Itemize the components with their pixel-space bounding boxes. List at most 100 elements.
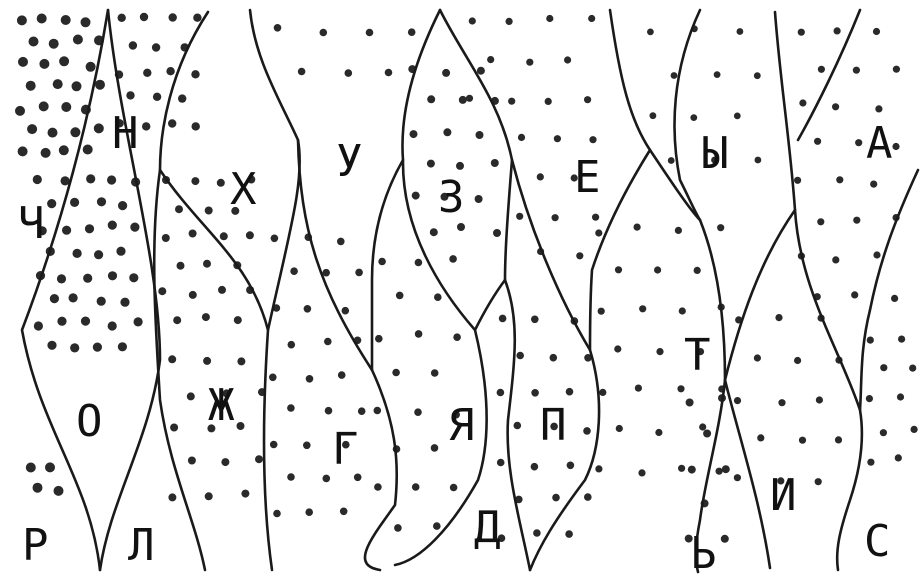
texture-dot	[834, 27, 841, 34]
boundary-line	[512, 160, 599, 570]
texture-dot	[576, 252, 583, 259]
texture-dot	[205, 492, 213, 500]
texture-dot	[870, 181, 877, 188]
texture-dot	[178, 94, 186, 102]
boundary-line	[798, 10, 860, 140]
texture-dot	[671, 72, 678, 79]
texture-dot	[794, 357, 801, 364]
texture-dot	[108, 321, 117, 330]
texture-dot	[734, 113, 741, 120]
letter-labels: Ч Н О Р Л Х Ж У Г З Я Д Е П Ы Т Ь И А С	[18, 108, 893, 578]
letter-i: И	[770, 470, 797, 521]
texture-dot	[656, 348, 663, 355]
texture-dot	[832, 256, 839, 263]
texture-dot	[546, 15, 553, 22]
texture-dot	[533, 529, 541, 537]
texture-dot	[457, 223, 465, 231]
letter-ya: Я	[448, 400, 475, 451]
letter-z: З	[438, 172, 465, 223]
texture-dot	[755, 157, 762, 164]
texture-dot	[358, 407, 366, 415]
texture-dot	[677, 385, 684, 392]
texture-dot	[173, 316, 181, 324]
texture-dot	[189, 230, 197, 238]
texture-dot	[499, 315, 507, 323]
texture-dot	[33, 483, 43, 493]
texture-dot	[639, 305, 646, 312]
texture-dot	[320, 29, 328, 37]
texture-dot	[34, 321, 43, 330]
texture-dot	[592, 214, 599, 221]
texture-dot	[120, 298, 129, 307]
texture-dot	[655, 429, 662, 436]
texture-dot	[85, 224, 94, 233]
texture-dot	[274, 24, 282, 32]
texture-dot	[598, 308, 605, 315]
texture-dot	[158, 287, 166, 295]
texture-dot	[394, 524, 402, 532]
texture-dot	[303, 442, 311, 450]
texture-dot	[175, 205, 183, 213]
texture-dot	[26, 463, 36, 473]
texture-dot	[41, 148, 51, 158]
texture-dot	[143, 69, 151, 77]
texture-dot	[832, 103, 839, 110]
texture-dot	[218, 286, 226, 294]
texture-dot	[188, 457, 196, 465]
texture-dot	[191, 177, 199, 185]
texture-dot	[449, 255, 457, 263]
texture-dot	[516, 213, 523, 220]
texture-dot	[221, 458, 229, 466]
texture-dot	[867, 337, 874, 344]
texture-dot	[866, 395, 873, 402]
texture-dot	[873, 28, 880, 35]
texture-dot	[70, 127, 80, 137]
texture-dot	[634, 224, 641, 231]
texture-dot	[53, 79, 63, 89]
texture-dot	[466, 95, 473, 102]
texture-dot	[118, 342, 127, 351]
texture-dot	[168, 355, 176, 363]
texture-dot	[374, 483, 382, 491]
texture-dot	[220, 232, 228, 240]
texture-dot	[799, 437, 806, 444]
letter-t: Т	[684, 330, 711, 381]
boundary-line	[298, 140, 397, 570]
texture-dot	[342, 307, 350, 315]
boundary-line	[395, 10, 487, 565]
texture-dot	[867, 459, 874, 466]
letter-kh: Х	[230, 164, 257, 215]
texture-dot	[686, 399, 694, 407]
texture-dot	[61, 102, 71, 112]
texture-dot	[94, 123, 104, 133]
texture-dot	[345, 69, 353, 77]
texture-dot	[202, 313, 210, 321]
texture-dot	[15, 106, 25, 116]
texture-dot	[880, 364, 887, 371]
texture-dot	[374, 407, 382, 415]
texture-dot	[654, 266, 661, 273]
texture-dot	[203, 357, 211, 365]
texture-dot	[97, 297, 106, 306]
texture-dot	[817, 218, 824, 225]
texture-dot	[734, 397, 741, 404]
texture-dot	[873, 251, 880, 258]
texture-dot	[57, 317, 66, 326]
texture-dot	[554, 135, 561, 142]
texture-dot	[94, 250, 103, 259]
texture-dot	[298, 68, 306, 76]
texture-dot	[57, 274, 66, 283]
texture-dot	[497, 389, 505, 397]
texture-dot	[45, 462, 55, 472]
texture-dot	[70, 198, 79, 207]
texture-dot	[47, 341, 56, 350]
boundary-line	[250, 10, 300, 330]
texture-dot	[408, 28, 416, 36]
texture-dot	[17, 15, 27, 25]
texture-dot	[690, 114, 697, 121]
texture-dot	[475, 195, 483, 203]
texture-dot	[70, 343, 79, 352]
texture-dot	[531, 463, 539, 471]
